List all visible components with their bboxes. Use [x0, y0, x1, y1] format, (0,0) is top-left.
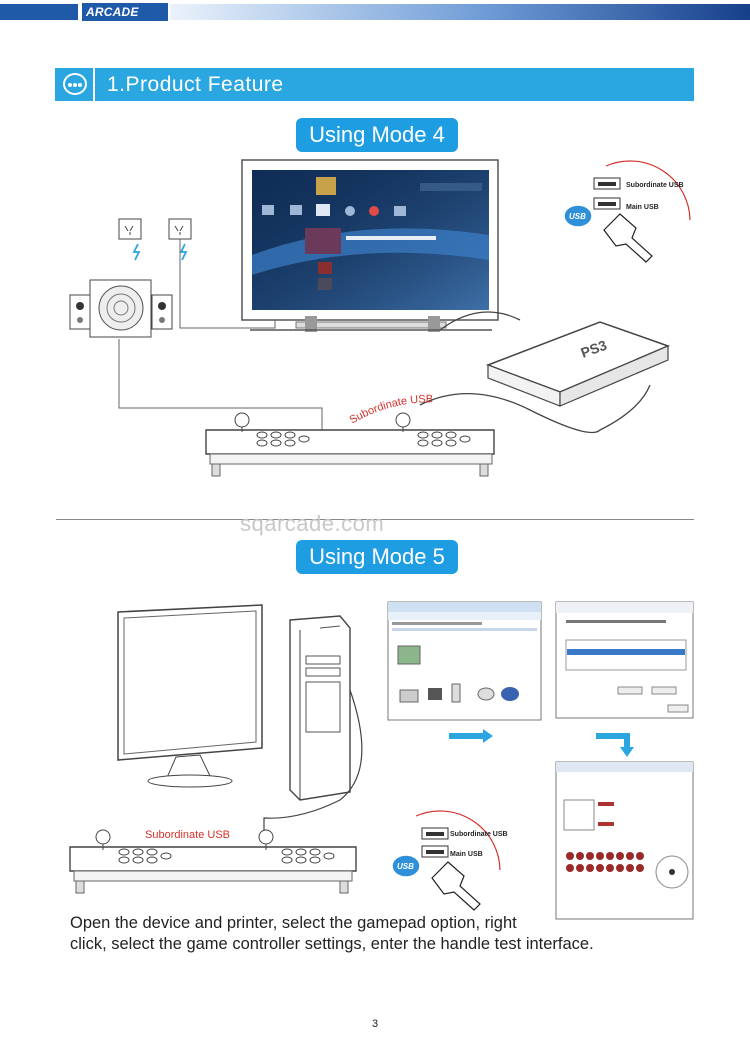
arrow-right-icon	[449, 729, 493, 743]
main-usb-label: Main USB	[450, 851, 483, 858]
subordinate-usb-label: Subordinate USB	[450, 831, 508, 838]
page-number: 3	[0, 1018, 750, 1030]
devices-printers-screenshot	[388, 602, 541, 720]
subordinate-usb-label: Subordinate USB	[626, 182, 684, 189]
description-text: Open the device and printer, select the …	[70, 913, 690, 955]
description-line-1: Open the device and printer, select the …	[70, 913, 690, 934]
mode5-cable-label: Subordinate USB	[145, 829, 230, 841]
watermark: sqarcade.com	[240, 511, 384, 537]
monitor-icon	[118, 605, 262, 787]
tv-icon	[242, 160, 498, 332]
mode4-cable-label: Subordinate USB	[348, 393, 434, 426]
game-controllers-screenshot	[556, 602, 693, 718]
gamepad-properties-screenshot	[556, 762, 693, 919]
description-line-2: click, select the game controller settin…	[70, 934, 690, 955]
usb-plug-label: USB	[569, 212, 586, 221]
usb-ports-detail: Subordinate USB Main USB USB	[564, 161, 690, 262]
arrow-down-icon	[596, 733, 634, 757]
usb-ports-detail: Subordinate USB Main USB USB	[392, 811, 508, 910]
main-usb-label: Main USB	[626, 204, 659, 211]
pc-tower-icon	[290, 616, 350, 800]
usb-plug-label: USB	[397, 862, 414, 871]
mode4-illustration: PS3 Subordinate USB Subordinate USB Main…	[0, 0, 750, 520]
mode5-title: Using Mode 5	[296, 540, 458, 574]
ps3-console-icon: PS3	[488, 322, 668, 406]
mode5-illustration: Subordinate USB	[0, 590, 750, 920]
